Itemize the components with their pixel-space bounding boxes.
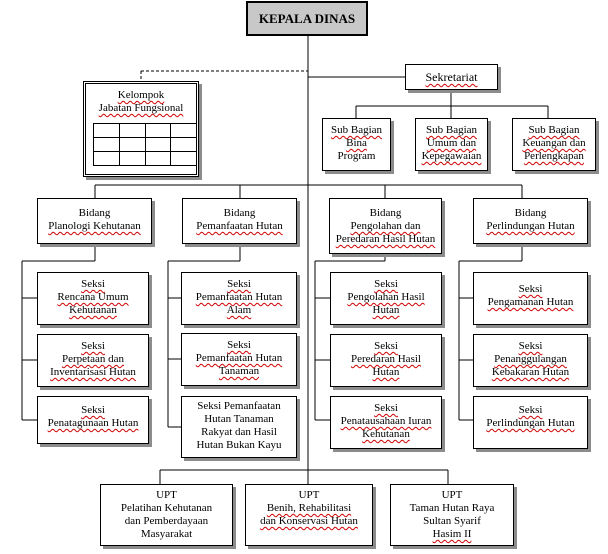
sub-bagian-line3: Kepegawaian <box>421 150 482 162</box>
sub-bagian-umum-kepegawaian-box: Sub Bagian Umum dan Kepegawaian <box>415 118 488 171</box>
seksi-line1: Seksi Pemanfaatan <box>197 400 281 412</box>
upt-line4: Masyarakat <box>140 528 193 540</box>
seksi-line2: Pemanfaatan Hutan <box>195 291 283 303</box>
bidang-label: Bidang <box>369 207 402 219</box>
seksi-label: Seksi <box>374 340 398 352</box>
seksi-penatausahaan-box: Seksi Penatausahaan Iuran Kehutanan <box>330 396 442 449</box>
sub-bagian-label: Sub Bagian <box>528 124 580 136</box>
sub-bagian-line3: Program <box>337 150 376 162</box>
seksi-line2: Perpetaan dan <box>62 353 124 365</box>
seksi-rencana-umum-box: Seksi Rencana Umum Kehutanan <box>37 272 149 325</box>
seksi-line3: Rakyat dan Hasil <box>201 426 277 438</box>
bidang-name: Pemanfaatan Hutan <box>196 220 283 232</box>
upt-label: UPT <box>156 489 177 501</box>
seksi-line2: Pengamanan Hutan <box>487 296 574 308</box>
bidang-name: Planologi Kehutanan <box>48 220 141 232</box>
upt-pelatihan-box: UPT Pelatihan Kehutanan dan Pemberdayaan… <box>100 484 233 546</box>
bidang-label: Bidang <box>78 207 111 219</box>
seksi-label: Seksi <box>227 339 251 351</box>
bidang-label: Bidang <box>223 207 256 219</box>
sub-bagian-line3: Perlengkapan <box>524 150 584 162</box>
kepala-dinas-label: KEPALA DINAS <box>258 11 356 26</box>
upt-label: UPT <box>441 489 463 501</box>
upt-line2: Benih, Rehabilitasi <box>266 502 352 514</box>
seksi-line2: Pemanfaatan Hutan <box>195 352 283 364</box>
seksi-label: Seksi <box>81 404 105 416</box>
upt-line2: Taman Hutan Raya <box>409 502 495 514</box>
sub-bagian-keuangan-perlengkapan-box: Sub Bagian Keuangan dan Perlengkapan <box>512 118 596 171</box>
upt-benih-box: UPT Benih, Rehabilitasi dan Konservasi H… <box>245 484 373 546</box>
seksi-label: Seksi <box>227 278 251 290</box>
sub-bagian-line2: Bina <box>346 137 367 149</box>
seksi-pengolahan-hasil-box: Seksi Pengolahan Hasil Hutan <box>330 272 442 325</box>
sub-bagian-line2: Umum dan <box>426 137 477 149</box>
seksi-line2: Rencana Umum <box>57 291 129 303</box>
seksi-line3: Tanaman <box>218 365 260 377</box>
seksi-penanggulangan-box: Seksi Penanggulangan Kebakaran Hutan <box>473 334 588 387</box>
seksi-line3: Hutan <box>372 366 400 378</box>
sub-bagian-label: Sub Bagian <box>425 124 478 136</box>
kelompok-line1: Kelompok <box>117 89 165 101</box>
sub-bagian-line2: Keuangan dan <box>522 137 586 149</box>
kelompok-grid <box>93 123 197 166</box>
seksi-line3: Kehutanan <box>362 428 410 440</box>
seksi-label: Seksi <box>374 278 398 290</box>
bidang-planologi-box: Bidang Planologi Kehutanan <box>37 198 152 244</box>
bidang-name-line2: Peredaran Hasil Hutan <box>335 233 436 245</box>
seksi-perpetaan-box: Seksi Perpetaan dan Inventarisasi Hutan <box>37 334 149 387</box>
kelompok-line2: Jabatan Fungsional <box>98 102 184 114</box>
seksi-line2: Hutan Tanaman <box>204 413 274 425</box>
seksi-line3: Alam <box>226 304 252 316</box>
seksi-peredaran-hasil-box: Seksi Peredaran Hasil Hutan <box>330 334 442 387</box>
bidang-label: Bidang <box>514 207 547 219</box>
seksi-line3: Kehutanan <box>69 304 117 316</box>
kepala-dinas-box: KEPALA DINAS <box>246 1 368 36</box>
upt-label: UPT <box>298 489 320 501</box>
seksi-line3: Inventarisasi Hutan <box>50 366 136 378</box>
sekretariat-label: Sekretariat <box>425 70 478 84</box>
seksi-line2: Peredaran Hasil <box>351 353 421 365</box>
seksi-penatagunaan-box: Seksi Penatagunaan Hutan <box>37 396 149 444</box>
seksi-label: Seksi <box>518 283 543 295</box>
seksi-label: Seksi <box>81 278 105 290</box>
bidang-name: Perlindungan Hutan <box>486 220 575 232</box>
seksi-line4: Hutan Bukan Kayu <box>196 439 282 451</box>
seksi-pemanfaatan-tanaman-box: Seksi Pemanfaatan Hutan Tanaman <box>181 333 297 386</box>
seksi-pengamanan-box: Seksi Pengamanan Hutan <box>473 272 588 325</box>
seksi-line3: Kebakaran Hutan <box>491 366 570 378</box>
upt-line2: Pelatihan Kehutanan <box>120 502 213 514</box>
bidang-perlindungan-box: Bidang Perlindungan Hutan <box>473 198 588 244</box>
seksi-label: Seksi <box>81 340 105 352</box>
seksi-line2: Pengolahan Hasil <box>347 291 425 303</box>
seksi-label: Seksi <box>374 402 398 414</box>
kelompok-jabatan-fungsional-box: Kelompok Jabatan Fungsional <box>83 81 199 177</box>
sub-bagian-label: Sub Bagian <box>330 124 383 136</box>
seksi-label: Seksi <box>518 340 543 352</box>
upt-line3: dan Konservasi Hutan <box>260 515 358 527</box>
bidang-name-line1: Pengolahan dan <box>350 220 421 232</box>
upt-tahura-box: UPT Taman Hutan Raya Sultan Syarif Hasim… <box>390 484 514 546</box>
seksi-line2: Penatausahaan Iuran <box>340 415 432 427</box>
upt-line3: dan Pemberdayaan <box>124 515 209 527</box>
seksi-line2: Penatagunaan Hutan <box>47 417 139 429</box>
sub-bagian-bina-program-box: Sub Bagian Bina Program <box>322 118 391 171</box>
seksi-line2: Perlindungan Hutan <box>486 417 575 429</box>
seksi-pemanfaatan-rakyat-box: Seksi Pemanfaatan Hutan Tanaman Rakyat d… <box>181 396 297 458</box>
seksi-label: Seksi <box>518 404 543 416</box>
sekretariat-box: Sekretariat <box>405 64 498 90</box>
seksi-pemanfaatan-alam-box: Seksi Pemanfaatan Hutan Alam <box>181 272 297 325</box>
bidang-pemanfaatan-box: Bidang Pemanfaatan Hutan <box>182 198 297 244</box>
seksi-line3: Hutan <box>372 304 400 316</box>
seksi-perlindungan-box: Seksi Perlindungan Hutan <box>473 396 588 449</box>
bidang-pengolahan-box: Bidang Pengolahan dan Peredaran Hasil Hu… <box>329 198 442 254</box>
upt-line3: Sultan Syarif <box>423 515 481 527</box>
seksi-line2: Penanggulangan <box>494 353 567 365</box>
upt-line4: Hasim II <box>432 528 472 540</box>
